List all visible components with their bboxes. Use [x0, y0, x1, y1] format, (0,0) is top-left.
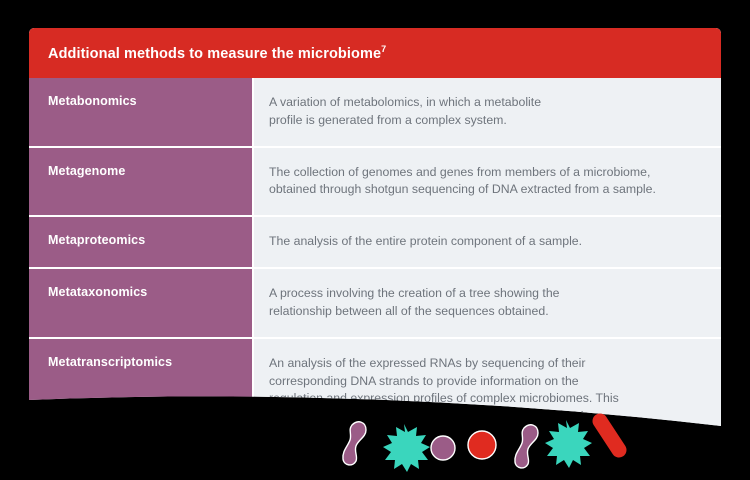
method-description-line: profile is generated from a complex syst… [269, 112, 507, 127]
methods-table: Metabonomics A variation of metabolomics,… [29, 78, 721, 428]
info-card: Additional methods to measure the microb… [29, 28, 721, 428]
table-row: Metaproteomics The analysis of the entire… [29, 217, 721, 269]
method-description-line: An analysis of the expressed RNAs by seq… [269, 355, 586, 370]
method-description-cell: An analysis of the expressed RNAs by seq… [252, 339, 721, 428]
rod-bacterium-purple-right-icon [514, 424, 539, 469]
method-term-cell: Metatranscriptomics [29, 339, 252, 428]
method-term-cell: Metagenome [29, 148, 252, 216]
virus-teal-left-icon [383, 424, 430, 472]
method-term-cell: Metabonomics [29, 78, 252, 146]
table-row: Metatranscriptomics An analysis of the ex… [29, 339, 721, 428]
table-row: Metabonomics A variation of metabolomics,… [29, 78, 721, 148]
method-description-cell: The collection of genomes and genes from… [252, 148, 721, 216]
info-card-clip: Additional methods to measure the microb… [29, 28, 721, 428]
page-title: Additional methods to measure the microb… [48, 44, 386, 62]
method-description-line: The collection of genomes and genes from… [269, 164, 651, 179]
method-description-line: corresponding DNA strands to provide inf… [269, 373, 579, 388]
method-description-line: relationship between all of the sequence… [269, 303, 549, 318]
coccus-red-icon [467, 430, 497, 460]
method-description-line: The analysis of the entire protein compo… [269, 234, 583, 249]
method-description-line: regulation and expression profiles of co… [269, 391, 619, 406]
method-description-cell: The analysis of the entire protein compo… [252, 217, 721, 267]
page-title-footnote-marker: 7 [381, 44, 387, 55]
card-header: Additional methods to measure the microb… [29, 28, 721, 78]
table-row: Metataxonomics A process involving the cr… [29, 269, 721, 339]
method-term-cell: Metataxonomics [29, 269, 252, 337]
method-description-line: at a given moment in time and under spec… [269, 426, 697, 428]
page-title-text: Additional methods to measure the microb… [48, 45, 382, 62]
coccus-purple-small-icon [430, 435, 456, 461]
method-description-cell: A process involving the creation of a tr… [252, 269, 721, 337]
table-row: Metagenome The collection of genomes and … [29, 148, 721, 218]
method-term-cell: Metaproteomics [29, 217, 252, 267]
virus-teal-right-icon [545, 420, 592, 468]
method-description-line: provides a snapshot of the actual gene e… [269, 409, 598, 424]
method-description-line: obtained through shotgun sequencing of D… [269, 182, 656, 197]
method-description-cell: A variation of metabolomics, in which a … [252, 78, 721, 146]
method-description-line: A variation of metabolomics, in which a … [269, 95, 542, 109]
rod-bacterium-red-icon [592, 413, 627, 458]
method-description-line: A process involving the creation of a tr… [269, 286, 560, 301]
rod-bacterium-purple-left-icon [342, 421, 367, 466]
